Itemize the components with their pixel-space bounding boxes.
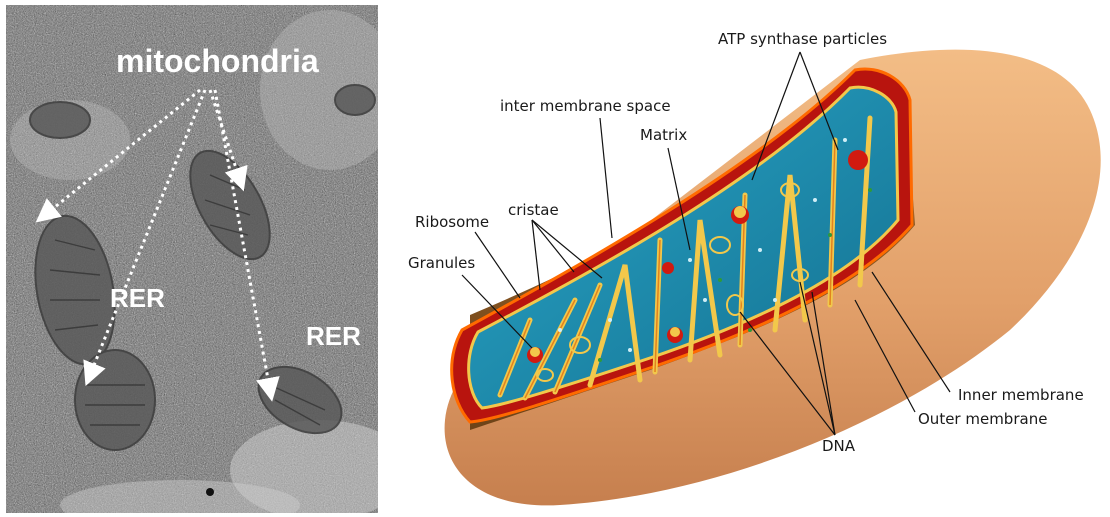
electron-micrograph: mitochondria RER RER	[6, 5, 410, 517]
label-outer-membrane: Outer membrane	[918, 410, 1047, 428]
label-granules: Granules	[408, 254, 475, 272]
mitochondrion-diagram	[445, 50, 1101, 506]
label-dna: DNA	[822, 437, 856, 455]
label-ribosome: Ribosome	[415, 213, 489, 231]
label-cristae: cristae	[508, 201, 559, 219]
label-atp-synthase: ATP synthase particles	[718, 30, 887, 48]
label-inner-membrane: Inner membrane	[958, 386, 1084, 404]
label-rer-left: RER	[110, 283, 165, 313]
label-mitochondria: mitochondria	[116, 43, 319, 79]
label-rer-right: RER	[306, 321, 361, 351]
label-inter-membrane-space: inter membrane space	[500, 97, 671, 115]
label-matrix: Matrix	[640, 126, 687, 144]
